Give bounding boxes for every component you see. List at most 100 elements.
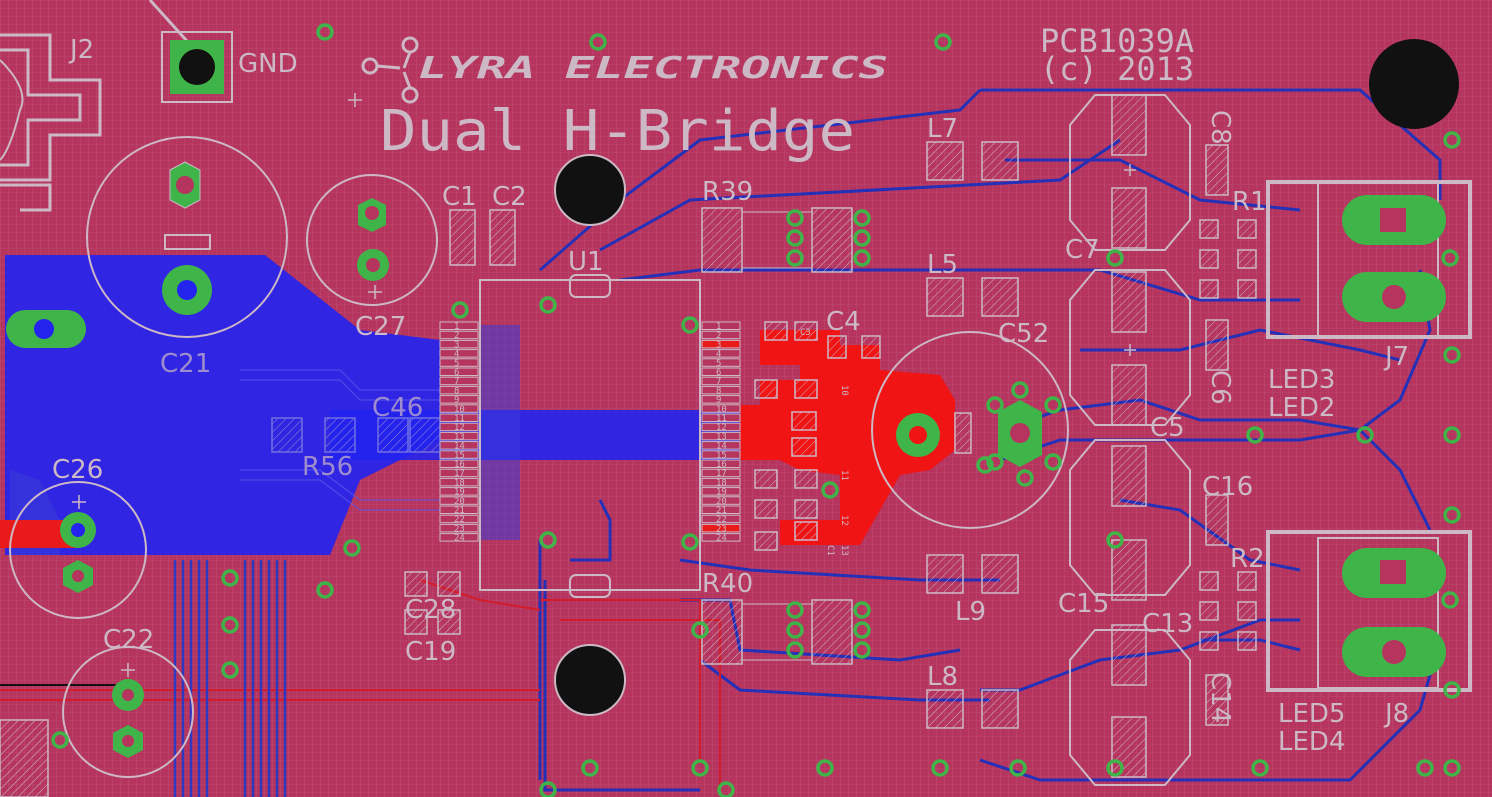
u1-pin-right-3[interactable]	[701, 339, 741, 349]
c28-c19-pads[interactable]	[404, 571, 461, 635]
cap-pads-right[interactable]	[1111, 94, 1147, 778]
c46-r56-pads[interactable]	[271, 417, 441, 453]
ref-l9: L9	[955, 597, 986, 627]
ref-r39: R39	[702, 177, 753, 207]
via-34	[691, 621, 709, 639]
small-smd-pads[interactable]	[1199, 144, 1257, 726]
c1-footprint[interactable]	[449, 209, 476, 266]
u1-pin-number: 3	[716, 340, 721, 350]
via-28	[786, 601, 804, 619]
u1-pin-left-15[interactable]	[439, 450, 479, 459]
c52-outline	[871, 331, 1069, 529]
ref-r56: R56	[302, 452, 353, 482]
u1-pin-left-16[interactable]	[439, 459, 479, 468]
u1-pin-right-22[interactable]	[701, 514, 741, 524]
u1-pin-number: 22	[716, 515, 727, 525]
u1-pin-left-9[interactable]	[439, 395, 479, 404]
u1-pin-number: 4	[716, 350, 721, 360]
u1-pin-right-2[interactable]	[701, 330, 741, 340]
u1-pin-left-19[interactable]	[439, 487, 479, 496]
r39-pad-1[interactable]	[701, 207, 743, 273]
u1-pin-number: 2	[716, 331, 721, 341]
u1-pin-left-18[interactable]	[439, 477, 479, 487]
via-12	[1443, 759, 1461, 777]
via-35	[691, 759, 709, 777]
u1-pin-right-6[interactable]	[701, 367, 741, 376]
u1-pin-left-20[interactable]	[439, 496, 479, 505]
u1-pin-number: 23	[716, 524, 727, 534]
u1-pin-left-7[interactable]	[439, 376, 479, 386]
u1-pin-right-10[interactable]	[701, 404, 741, 413]
u1-pin-left-10[interactable]	[439, 404, 479, 413]
centre-smd-pads[interactable]	[754, 321, 972, 551]
via-17	[1009, 759, 1027, 777]
c27-pad-1[interactable]	[365, 206, 379, 220]
r40-pad-2[interactable]	[811, 599, 853, 665]
u1-pin-left-3[interactable]	[439, 339, 479, 349]
board-title: Dual H-Bridge	[380, 99, 855, 164]
u1-pin-number: 18	[716, 478, 727, 488]
pcb-id: PCB1039A	[1040, 22, 1194, 60]
via-39	[539, 296, 557, 314]
via-20	[1251, 759, 1269, 777]
u1-pin-right-4[interactable]	[701, 349, 741, 358]
u1-pin-right-1[interactable]	[701, 321, 741, 330]
c22-outline	[62, 646, 194, 778]
via-44	[221, 569, 239, 587]
via-24	[786, 249, 804, 267]
u1-pin-number: 13	[716, 432, 727, 442]
c21-pad-1[interactable]	[176, 176, 194, 194]
u1-pin-right-16[interactable]	[701, 459, 741, 468]
u1-pin-left-2[interactable]	[439, 330, 479, 340]
via-53	[1044, 453, 1062, 471]
via-40	[539, 531, 557, 549]
u1-pin-left-5[interactable]	[439, 358, 479, 367]
u1-pin-number: 20	[716, 497, 727, 507]
gnd-label: GND	[238, 49, 298, 79]
u1-pin-left-1[interactable]	[439, 321, 479, 330]
u1-pin-left-23[interactable]	[439, 523, 479, 533]
u1-pin-right-12[interactable]	[701, 422, 741, 432]
c27-outline	[306, 174, 438, 306]
u1-pin-right-19[interactable]	[701, 487, 741, 496]
u1-pin-right-23[interactable]	[701, 523, 741, 533]
via-32	[853, 621, 871, 639]
u1-pin-number: 1	[454, 322, 459, 332]
u1-pin-right-14[interactable]	[701, 441, 741, 450]
ref-c27: C27	[355, 312, 406, 342]
inductor-footprints[interactable]	[926, 141, 1019, 729]
ref-c12: 12	[839, 515, 849, 526]
u1-pin-right-13[interactable]	[701, 431, 741, 441]
via-56	[821, 481, 839, 499]
gnd-pad[interactable]	[161, 31, 233, 103]
u1-pin-left-6[interactable]	[439, 367, 479, 376]
u1-pin-left-24[interactable]	[439, 533, 479, 542]
c21-outline	[86, 136, 288, 338]
u1-pin-left-8[interactable]	[439, 385, 479, 395]
u1-pin-right-20[interactable]	[701, 496, 741, 505]
u1-pin-right-24[interactable]	[701, 533, 741, 542]
c2-footprint[interactable]	[489, 209, 516, 266]
j8-connector	[1266, 530, 1472, 692]
u1-pin-right-9[interactable]	[701, 395, 741, 404]
u1-pin-right-18[interactable]	[701, 477, 741, 487]
u1-pin-number: 13	[454, 432, 465, 442]
via-21	[1416, 759, 1434, 777]
ref-led2: LED2	[1268, 393, 1335, 423]
u1-pin-left-21[interactable]	[439, 505, 479, 514]
u1-pin-right-11[interactable]	[701, 413, 741, 422]
via-41	[681, 316, 699, 334]
u1-pin-left-22[interactable]	[439, 514, 479, 524]
u1-pin-right-7[interactable]	[701, 376, 741, 386]
u1-pin-right-5[interactable]	[701, 358, 741, 367]
r39-pad-2[interactable]	[811, 207, 853, 273]
u1-pin-right-8[interactable]	[701, 385, 741, 395]
u1-pin-number: 8	[454, 386, 459, 396]
u1-pin-left-17[interactable]	[439, 468, 479, 478]
u1-pin-right-17[interactable]	[701, 468, 741, 478]
gnd-hole	[179, 49, 215, 85]
u1-pin-left-4[interactable]	[439, 349, 479, 358]
u1-pin-right-15[interactable]	[701, 450, 741, 459]
u1-pin-right-21[interactable]	[701, 505, 741, 514]
